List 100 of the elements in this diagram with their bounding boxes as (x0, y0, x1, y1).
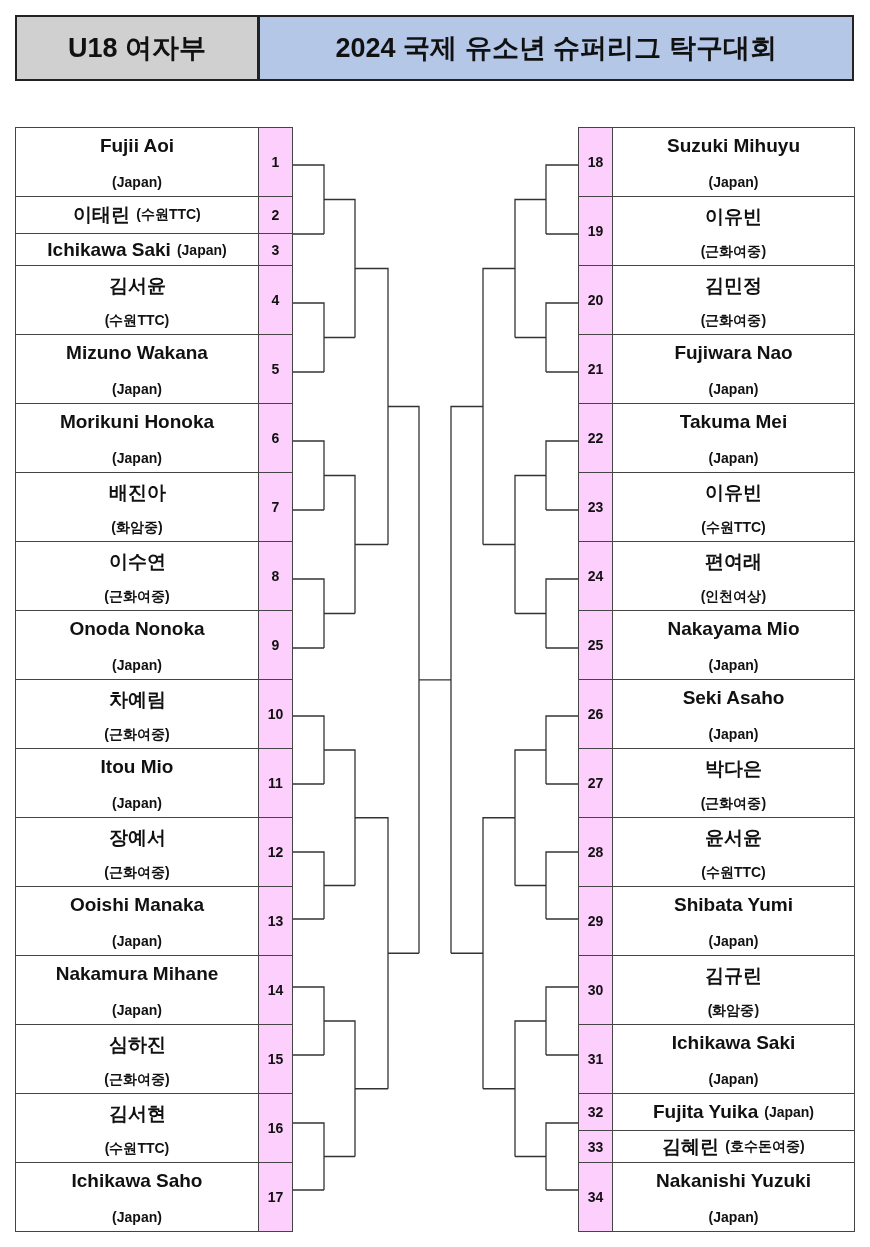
team-name: (근화여중) (103, 864, 171, 882)
team-name: (인천여상) (699, 588, 768, 606)
seed-number-cell: 14 (258, 955, 293, 1025)
player-name: Ichikawa Saki (47, 238, 171, 261)
team-name: (Japan) (707, 933, 760, 949)
player-name: Takuma Mei (678, 411, 789, 433)
player-name: Fujita Yuika (652, 1101, 759, 1123)
team-name: (Japan) (764, 1104, 814, 1120)
seed-number-cell: 9 (258, 610, 293, 680)
seed-number-cell: 20 (578, 265, 613, 335)
seed-number-cell: 23 (578, 472, 613, 542)
team-name: (Japan) (707, 381, 760, 397)
team-name: (Japan) (111, 381, 163, 397)
seed-number-cell: 27 (578, 748, 613, 818)
seed-number-cell: 6 (258, 403, 293, 473)
player-name: 이유빈 (704, 481, 763, 505)
team-name: (수원TTC) (700, 864, 767, 882)
seed-number-cell: 28 (578, 817, 613, 887)
player-cell (612, 1162, 855, 1232)
team-name: (Japan) (111, 933, 163, 949)
team-name: (Japan) (707, 657, 760, 673)
seed-number-cell: 24 (578, 541, 613, 611)
team-name: (Japan) (111, 174, 163, 190)
player-name: 김규린 (704, 964, 763, 988)
team-name: (Japan) (176, 241, 227, 258)
player-name: Itou Mio (99, 756, 175, 778)
seed-number-cell: 5 (258, 334, 293, 404)
team-name: (Japan) (111, 657, 163, 673)
seed-number-cell: 18 (578, 127, 613, 197)
seed-number-cell: 2 (258, 196, 293, 234)
player-name: Fujiwara Nao (673, 342, 794, 364)
player-name: 이유빈 (704, 205, 763, 229)
team-name: (수원TTC) (103, 312, 171, 330)
seed-number-cell: 12 (258, 817, 293, 887)
seed-number-cell: 32 (578, 1093, 613, 1131)
seed-number-cell: 4 (258, 265, 293, 335)
player-name: Ichikawa Saki (670, 1032, 797, 1054)
player-name: Onoda Nonoka (68, 618, 206, 640)
header-cell: U18 여자부 (15, 15, 259, 81)
seed-number-cell: 1 (258, 127, 293, 197)
team-name: (Japan) (707, 1071, 760, 1087)
seed-number-cell: 11 (258, 748, 293, 818)
player-name: 김서현 (107, 1102, 167, 1126)
player-name: Seki Asaho (681, 687, 786, 709)
seed-number-cell: 10 (258, 679, 293, 749)
player-name: 편여래 (704, 550, 763, 574)
player-name: Ichikawa Saho (70, 1170, 204, 1192)
seed-number-cell: 31 (578, 1024, 613, 1094)
player-name: 박다은 (704, 757, 763, 781)
team-name: (수원TTC) (700, 519, 767, 537)
team-name: (수원TTC) (103, 1140, 171, 1158)
header-cell: 2024 국제 유소년 슈퍼리그 탁구대회 (258, 15, 854, 81)
player-cell (612, 127, 855, 197)
team-name: (근화여중) (699, 243, 768, 261)
player-name: Fujii Aoi (98, 135, 176, 157)
team-name: (Japan) (111, 1209, 163, 1225)
team-name: (호수돈여중) (725, 1137, 805, 1156)
player-name: Nakayama Mio (666, 618, 801, 640)
team-name: (Japan) (111, 1002, 163, 1018)
team-name: (Japan) (707, 450, 760, 466)
player-name: 김서윤 (107, 274, 167, 298)
player-name: 이수연 (107, 550, 167, 574)
team-name: (수원TTC) (136, 206, 201, 224)
player-cell (15, 1162, 259, 1232)
seed-number-cell: 22 (578, 403, 613, 473)
seed-number-cell: 8 (258, 541, 293, 611)
seed-number-cell: 25 (578, 610, 613, 680)
player-name: Morikuni Honoka (58, 411, 216, 433)
player-name: 차예림 (107, 688, 167, 712)
seed-number-cell: 13 (258, 886, 293, 956)
player-name: 심하진 (107, 1033, 167, 1057)
team-name: (근화여중) (699, 312, 768, 330)
player-name: Ooishi Manaka (68, 894, 206, 916)
team-name: (Japan) (707, 174, 760, 190)
seed-number-cell: 19 (578, 196, 613, 266)
seed-number-cell: 15 (258, 1024, 293, 1094)
seed-number-cell: 29 (578, 886, 613, 956)
player-name: 이태린 (73, 203, 131, 227)
team-name: (근화여중) (103, 726, 171, 744)
seed-number-cell: 16 (258, 1093, 293, 1163)
player-name: Mizuno Wakana (65, 342, 209, 364)
team-name: (근화여중) (103, 588, 171, 606)
seed-number-cell: 34 (578, 1162, 613, 1232)
team-name: (Japan) (707, 726, 760, 742)
team-name: (화암중) (110, 519, 164, 537)
team-name: (Japan) (111, 450, 163, 466)
team-name: (Japan) (707, 1209, 760, 1225)
team-name: (Japan) (111, 795, 163, 811)
team-name: (근화여중) (699, 795, 768, 813)
player-name: 김민정 (704, 274, 763, 298)
player-name: 장예서 (107, 826, 167, 850)
seed-number-cell: 21 (578, 334, 613, 404)
player-cell (15, 127, 259, 197)
team-name: (화암중) (706, 1002, 761, 1020)
seed-number-cell: 30 (578, 955, 613, 1025)
player-name: 윤서윤 (704, 826, 763, 850)
seed-number-cell: 26 (578, 679, 613, 749)
seed-number-cell: 3 (258, 233, 293, 266)
player-name: Nakamura Mihane (54, 963, 220, 985)
player-name: 배진아 (107, 481, 167, 505)
